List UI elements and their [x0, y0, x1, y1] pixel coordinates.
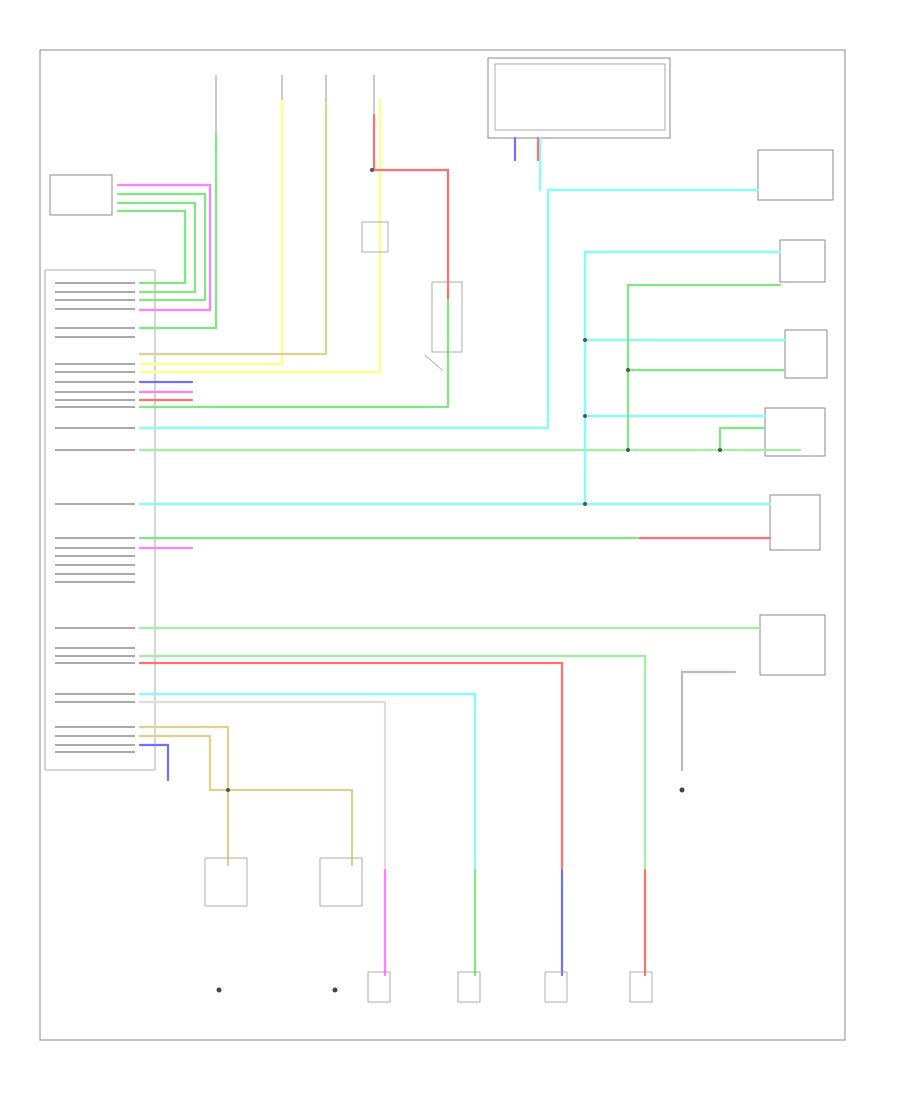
wire-tan-switch-1 — [138, 725, 230, 867]
bcm-box — [44, 269, 156, 771]
door-lock-actuator-box-5 — [759, 614, 826, 676]
wire-green-key — [138, 298, 450, 409]
connector-box-top-right — [757, 149, 834, 201]
door-switch-rh-box — [319, 857, 363, 907]
wire-red-key — [372, 113, 450, 302]
ground-symbols — [216, 787, 685, 993]
ground-3-icon — [679, 787, 685, 793]
door-lock-actuator-box-2 — [784, 329, 828, 379]
ground-2-icon — [332, 987, 338, 993]
splice-dots — [226, 168, 722, 792]
wire-red-door-3 — [138, 661, 564, 872]
wire-gray-ground-right — [680, 670, 737, 772]
door-lock-actuator-box-1 — [779, 239, 826, 283]
door-lock-actuator-box-3 — [764, 407, 826, 457]
bcm-pin-labels — [55, 282, 135, 753]
door-lock-actuator-bottom-1 — [367, 971, 391, 1003]
wire-green-door-2 — [138, 654, 647, 872]
key-switch-box-2 — [431, 281, 463, 353]
wire-gray-door-5 — [138, 700, 387, 872]
fuse-holders — [215, 75, 375, 135]
ipdm-inner — [494, 63, 666, 131]
wire-green-right-1 — [626, 283, 782, 452]
wire-green-1 — [116, 192, 207, 302]
door-lock-actuator-bottom-2 — [457, 971, 481, 1003]
wire-green-2 — [116, 201, 197, 294]
key-switch-arm — [424, 354, 443, 371]
ipdm-box — [487, 57, 671, 139]
wire-blue-switch-3 — [138, 743, 170, 782]
connector-box-top-left — [49, 174, 113, 216]
wire-tan-switch-2 — [138, 734, 354, 867]
wire-yellow-fuse-2 — [138, 98, 284, 366]
door-switch-lh-box — [204, 857, 248, 907]
wire-cyan-right-1 — [583, 250, 782, 506]
door-lock-actuator-bottom-3 — [544, 971, 568, 1003]
wire-cyan-can — [138, 188, 760, 430]
door-lock-actuator-box-4 — [769, 494, 821, 551]
wire-green-fuse-1 — [138, 133, 218, 330]
door-lock-actuator-bottom-4 — [629, 971, 653, 1003]
key-switch-box — [361, 221, 389, 253]
wire-cyan-door-4 — [138, 692, 477, 872]
ground-1-icon — [216, 987, 222, 993]
wire-tan-fuse-3 — [138, 98, 328, 356]
wire-green-3 — [116, 209, 187, 285]
wire-pink-1 — [116, 183, 212, 312]
diagram-frame — [39, 49, 846, 1041]
wire-green-right-3 — [718, 426, 767, 452]
wire-yellow-fuse-4 — [138, 98, 382, 374]
